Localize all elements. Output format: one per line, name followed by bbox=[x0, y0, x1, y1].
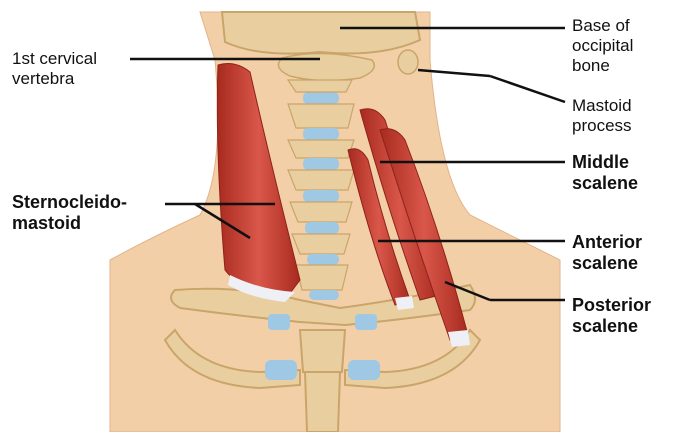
label-middle-scalene-line1: Middle bbox=[572, 152, 638, 173]
occipital-bone bbox=[222, 12, 420, 54]
label-first-cervical-vertebra: 1st cervical vertebra bbox=[12, 49, 97, 89]
label-posterior-scalene: Posterior scalene bbox=[572, 295, 651, 337]
label-first-cervical-line1: 1st cervical bbox=[12, 49, 97, 69]
label-scm-line2: mastoid bbox=[12, 213, 127, 234]
label-base-occipital-line1: Base of bbox=[572, 16, 633, 36]
label-base-occipital-bone: Base of occipital bone bbox=[572, 16, 633, 76]
mastoid-process-bone bbox=[398, 50, 418, 74]
label-posterior-scalene-line1: Posterior bbox=[572, 295, 651, 316]
label-mastoid-line2: process bbox=[572, 116, 632, 136]
label-mastoid-process: Mastoid process bbox=[572, 96, 632, 136]
label-mastoid-line1: Mastoid bbox=[572, 96, 632, 116]
label-first-cervical-line2: vertebra bbox=[12, 69, 97, 89]
label-base-occipital-line3: bone bbox=[572, 56, 633, 76]
label-anterior-scalene-line2: scalene bbox=[572, 253, 642, 274]
label-base-occipital-line2: occipital bbox=[572, 36, 633, 56]
label-anterior-scalene: Anterior scalene bbox=[572, 232, 642, 274]
label-scm-line1: Sternocleido- bbox=[12, 192, 127, 213]
label-sternocleidomastoid: Sternocleido- mastoid bbox=[12, 192, 127, 234]
label-middle-scalene: Middle scalene bbox=[572, 152, 638, 194]
label-posterior-scalene-line2: scalene bbox=[572, 316, 651, 337]
label-middle-scalene-line2: scalene bbox=[572, 173, 638, 194]
label-anterior-scalene-line1: Anterior bbox=[572, 232, 642, 253]
